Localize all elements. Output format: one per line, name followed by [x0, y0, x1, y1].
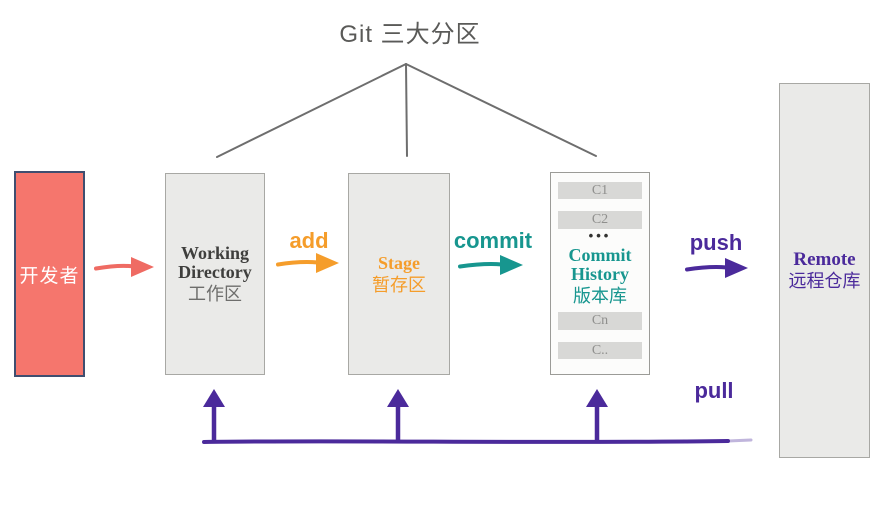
commit-history-box: C1 C2 ••• Commit History 版本库 Cn C.. [550, 172, 650, 375]
commit-ellipsis: ••• [588, 228, 612, 243]
commit-arrow [458, 255, 523, 275]
commit-history-title-line1: Commit [568, 245, 632, 265]
developer-arrow [94, 257, 154, 277]
commit-item-cn: Cn [558, 312, 642, 330]
fan-lines [216, 63, 597, 158]
stage-box: Stage 暂存区 [348, 173, 450, 375]
commit-item-c1: C1 [558, 182, 642, 199]
developer-label: 开发者 [19, 265, 80, 287]
pull-label: pull [694, 378, 734, 403]
commit-history-title-line2: History [571, 264, 629, 284]
commit-item-cdot: C.. [558, 342, 642, 359]
stage-subtitle: 暂存区 [372, 274, 426, 295]
remote-title: Remote [793, 249, 856, 270]
push-label: push [689, 230, 743, 255]
push-arrow [685, 258, 748, 278]
commit-label: commit [453, 228, 533, 253]
stage-title: Stage [378, 252, 420, 273]
working-directory-title: Working Directory [178, 243, 252, 282]
remote-box: Remote 远程仓库 [779, 83, 870, 458]
working-directory-subtitle: 工作区 [188, 284, 242, 304]
commit-history-subtitle: 版本库 [573, 286, 627, 306]
developer-box: 开发者 [14, 171, 85, 377]
add-arrow [276, 253, 339, 273]
pull-line-and-arrows [202, 389, 753, 444]
remote-subtitle: 远程仓库 [788, 271, 861, 291]
diagram-title: Git 三大分区 [339, 21, 481, 48]
add-label: add [289, 228, 329, 253]
working-directory-box: Working Directory 工作区 [165, 173, 265, 375]
commit-item-c2: C2 [558, 211, 642, 229]
